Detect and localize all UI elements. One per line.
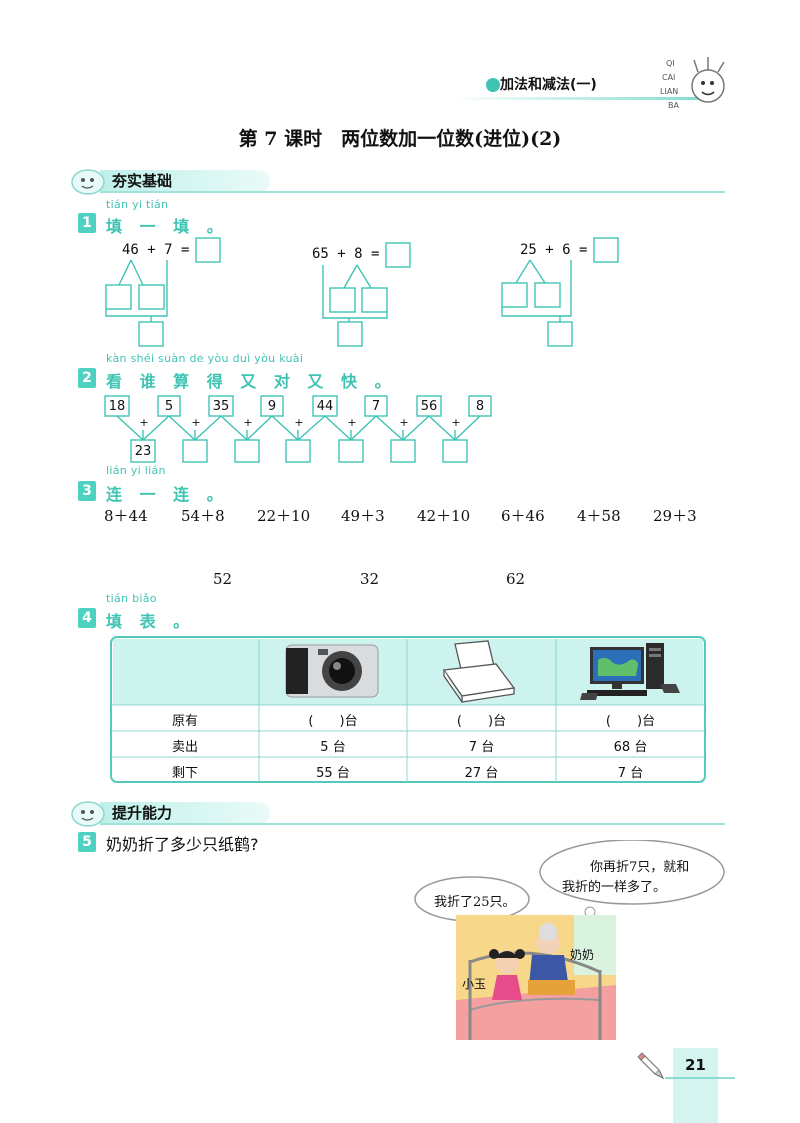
q1-title: 填 一 填 。: [106, 217, 229, 236]
q2-plus-sign: +: [243, 416, 253, 429]
q4-title: 填 表 。: [106, 612, 196, 631]
q1-number: 1: [78, 213, 96, 233]
q4-table: [110, 636, 706, 783]
section-band: [100, 170, 270, 192]
q1-expr-1: 46 + 7 =: [122, 242, 190, 258]
q2-top-number: 18: [108, 399, 126, 414]
label-girl: 小玉: [462, 977, 487, 991]
q2-plus-sign: +: [451, 416, 461, 429]
q3-answer: 52: [213, 570, 233, 588]
q4-row-label: 卖出: [171, 740, 198, 755]
header-rule: [450, 97, 710, 100]
girl-speech: 我折了25只。: [434, 895, 516, 910]
q3-expression: 8＋44: [104, 507, 148, 525]
q2-top-number: 35: [212, 399, 230, 414]
q2-number: 2: [78, 368, 96, 388]
q4-cell: 7 台: [468, 740, 495, 755]
qicailianba-logo-icon: QI CAI LIAN BA: [660, 57, 725, 110]
q4-cell: ( )台: [605, 714, 656, 729]
grandma-speech-line2: 我折的一样多了。: [562, 880, 667, 895]
unit-title: 加法和减法(一): [500, 77, 597, 93]
q3-title: 连 一 连 。: [106, 485, 229, 504]
q3-expression: 29＋3: [653, 507, 697, 525]
pencil-icon: [637, 1052, 665, 1080]
q4-cell: 7 台: [617, 766, 644, 781]
logo-letters-4: BA: [668, 101, 679, 110]
q1-answer-box-1: [195, 237, 221, 263]
grandma-speech-line1: 你再折7只，就和: [590, 860, 690, 875]
q2-plus-sign: +: [294, 416, 304, 429]
q2-pinyin: kàn shéi suàn de yòu duì yòu kuài: [106, 352, 304, 365]
q2-top-number: 7: [371, 399, 381, 414]
q1-expr-2: 65 + 8 =: [312, 246, 380, 262]
printer-icon: [442, 640, 516, 703]
mascot-icon: [71, 801, 105, 827]
q4-cell: 27 台: [464, 766, 499, 781]
mascot-icon: [71, 169, 105, 195]
header-dot-icon: [486, 78, 500, 92]
section-advanced: 提升能力: [70, 798, 725, 827]
q3-answer: 32: [360, 570, 380, 588]
q3-number: 3: [78, 481, 96, 501]
q5-number: 5: [78, 832, 96, 852]
q3-expression: 49＋3: [341, 507, 385, 525]
q4-cell: 55 台: [316, 766, 350, 781]
q3-expression: 22＋10: [257, 507, 311, 525]
q2-plus-sign: +: [139, 416, 149, 429]
page-number-tab: [637, 1048, 735, 1123]
q4-cell: ( )台: [456, 714, 507, 729]
q4-cell: ( )台: [308, 714, 358, 729]
q2-plus-sign: +: [347, 416, 357, 429]
q2-plus-sign: +: [399, 416, 409, 429]
section-basic-label: 夯实基础: [112, 172, 173, 190]
q2-plus-sign: +: [191, 416, 201, 429]
lesson-title: 第 7 课时 两位数加一位数(进位)(2): [238, 128, 562, 150]
q3-expression: 4＋58: [577, 507, 621, 525]
section-rule: [100, 823, 725, 825]
q1-expr-3: 25 + 6 =: [520, 242, 588, 258]
computer-icon: [580, 643, 680, 700]
q2-top-number: 44: [316, 399, 334, 414]
q1-diagram: [105, 237, 619, 347]
camera-icon: [285, 644, 379, 698]
q3-expression: 54＋8: [181, 507, 225, 525]
logo-letters-1: QI: [666, 59, 675, 68]
q1-pinyin: tián yi tián: [106, 198, 169, 211]
q3-pinyin: lián yi lián: [106, 464, 166, 477]
q5-illustration: [414, 840, 725, 1040]
q3-expression: 42＋10: [417, 507, 471, 525]
section-rule: [100, 191, 725, 193]
q4-row-label: 原有: [171, 714, 198, 729]
q2-title: 看 谁 算 得 又 对 又 快 。: [106, 372, 397, 391]
page-number: 21: [685, 1056, 706, 1074]
q2-top-number: 9: [267, 399, 277, 414]
q2-top-number: 8: [475, 399, 485, 414]
section-basic: 夯实基础: [70, 166, 725, 195]
q4-pinyin: tián biǎo: [106, 592, 157, 605]
logo-letters-2: CAI: [662, 73, 675, 82]
q2-result-example: 23: [134, 444, 152, 459]
q3-expression: 6＋46: [501, 507, 545, 525]
q4-cell: 68 台: [613, 740, 648, 755]
q5-title: 奶奶折了多少只纸鹤?: [106, 835, 259, 854]
label-grandma: 奶奶: [570, 948, 595, 962]
q4-number: 4: [78, 608, 96, 628]
section-band: [100, 802, 270, 824]
q3-answer: 62: [506, 570, 526, 588]
logo-letters-3: LIAN: [660, 87, 678, 96]
section-advanced-label: 提升能力: [112, 804, 173, 822]
q2-top-number: 56: [420, 399, 438, 414]
q4-cell: 5 台: [320, 740, 346, 755]
q4-row-label: 剩下: [171, 766, 198, 781]
q2-chain-diagram: [104, 395, 492, 463]
q2-top-number: 5: [164, 399, 174, 414]
